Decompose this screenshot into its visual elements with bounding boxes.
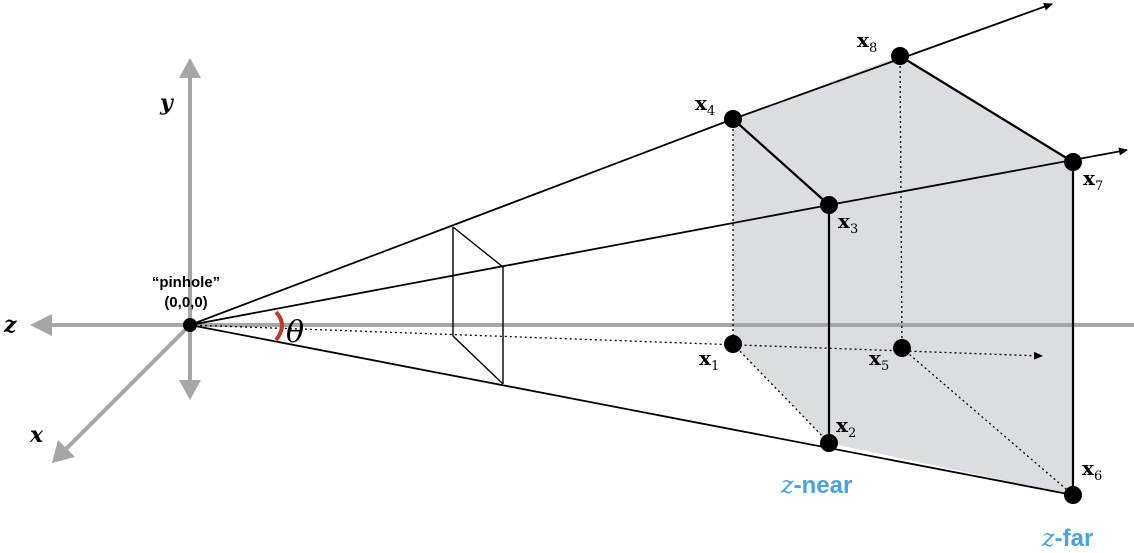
ray-through-x2-x6 [189,324,1074,496]
edge-x4-x3 [732,118,830,206]
edge-x8-x7 [899,55,1074,163]
x-axis [60,323,192,455]
ray-through-x8 [732,2,1053,120]
point-label-x2: x2 [836,413,856,441]
point-x6 [1064,486,1082,504]
y-axis-arrowhead-up [179,58,201,78]
point-label-x7: x7 [1083,166,1103,194]
point-label-x1: x1 [699,346,719,374]
point-x5 [893,339,911,357]
point-x3 [820,196,838,214]
edge-x8-x5 [899,55,903,349]
point-x8 [891,47,909,65]
pinhole-coords: (0,0,0) [164,294,207,311]
z-axis-arrowhead [30,314,52,336]
point-label-x5: x5 [869,346,889,374]
point-x7 [1064,153,1082,171]
coordinate-axes [30,58,1134,463]
point-x4 [724,110,742,128]
x-axis-arrowhead [52,440,75,463]
y-axis-label: y [159,90,175,116]
pinhole-point [183,318,197,332]
frustum-edges [732,55,1075,496]
near-plane-label: z-near [780,471,852,499]
y-axis-arrowhead-down [179,380,201,400]
point-label-x4: x4 [695,91,715,119]
far-plane-label: z-far [1041,524,1093,552]
angle-theta-label: θ [286,315,304,350]
angle-arc [274,310,284,342]
ray-through-x3 [189,204,830,326]
image-plane [452,226,504,385]
point-label-x8: x8 [857,28,877,56]
point-x1 [724,335,742,353]
image-plane-edge [452,226,504,268]
image-plane-edge [452,335,504,385]
ray-through-x4 [189,118,734,326]
point-x2 [820,434,838,452]
point-label-x3: x3 [838,209,858,237]
z-axis-label: z [3,312,17,338]
frustum-corners [724,47,1082,504]
frustum-side-face [733,56,1073,495]
point-label-x6: x6 [1082,456,1102,484]
pinhole-label: “pinhole” [152,274,220,291]
x-axis-label: x [29,422,44,448]
